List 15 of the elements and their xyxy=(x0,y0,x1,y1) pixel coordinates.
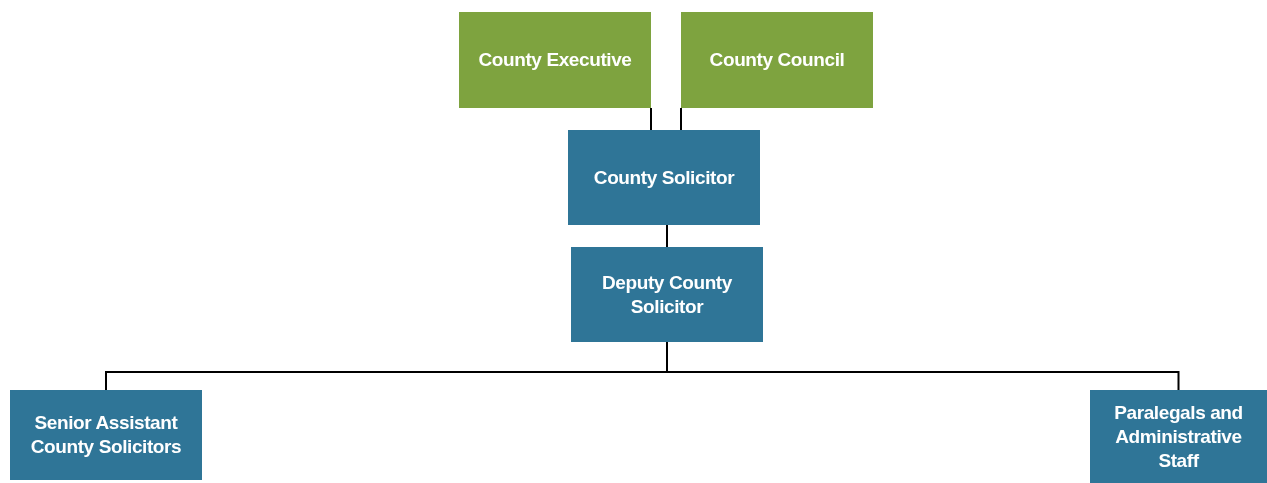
connector-line xyxy=(650,107,652,131)
org-box xyxy=(568,130,760,225)
org-box xyxy=(681,12,873,108)
role-title: Senior Assistant County Solicitors xyxy=(29,411,183,459)
org-box xyxy=(10,390,202,480)
role-title: County Council xyxy=(709,48,845,72)
org-box xyxy=(1090,390,1267,483)
connector-line xyxy=(666,224,668,248)
role-title: County Solicitor xyxy=(593,165,735,190)
connector-line xyxy=(680,107,682,131)
org-box xyxy=(571,247,763,342)
org-box xyxy=(459,12,651,108)
role-title: Paralegals and Administrative Staff xyxy=(1113,400,1244,473)
role-title: Deputy County Solicitor xyxy=(601,270,733,319)
role-title: County Executive xyxy=(478,48,632,72)
